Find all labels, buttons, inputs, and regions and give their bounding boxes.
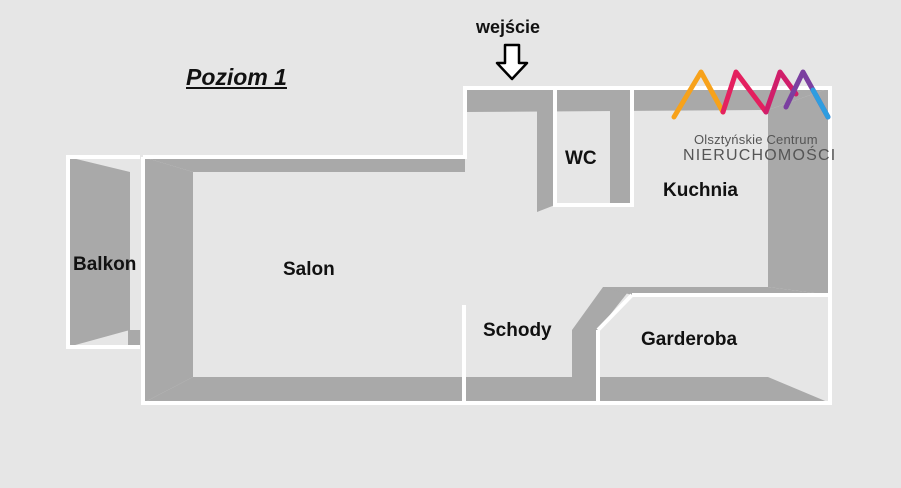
logo-text-line2: NIERUCHOMOŚCI: [683, 147, 837, 164]
floor-title: Poziom 1: [186, 64, 287, 90]
entrance-label: wejście: [476, 17, 541, 37]
logo-stroke-orange: [671, 69, 726, 120]
entrance-arrow-icon: [495, 43, 529, 81]
wall-shading: [68, 88, 830, 403]
logo-stroke-pink: [720, 69, 769, 115]
room-label-kitchen: Kuchnia: [663, 180, 738, 201]
room-label-wc: WC: [565, 148, 597, 169]
logo-stroke-blue: [810, 87, 831, 120]
logo-text-line1: Olsztyńskie Centrum: [694, 132, 818, 147]
room-label-living-room: Salon: [283, 259, 335, 280]
room-label-stairs: Schody: [483, 320, 552, 341]
walls: [66, 86, 832, 405]
room-label-balcony: Balkon: [73, 254, 137, 275]
company-logo-icon: [671, 69, 831, 120]
room-label-wardrobe: Garderoba: [641, 329, 738, 350]
logo-stroke-magenta: [763, 69, 799, 115]
